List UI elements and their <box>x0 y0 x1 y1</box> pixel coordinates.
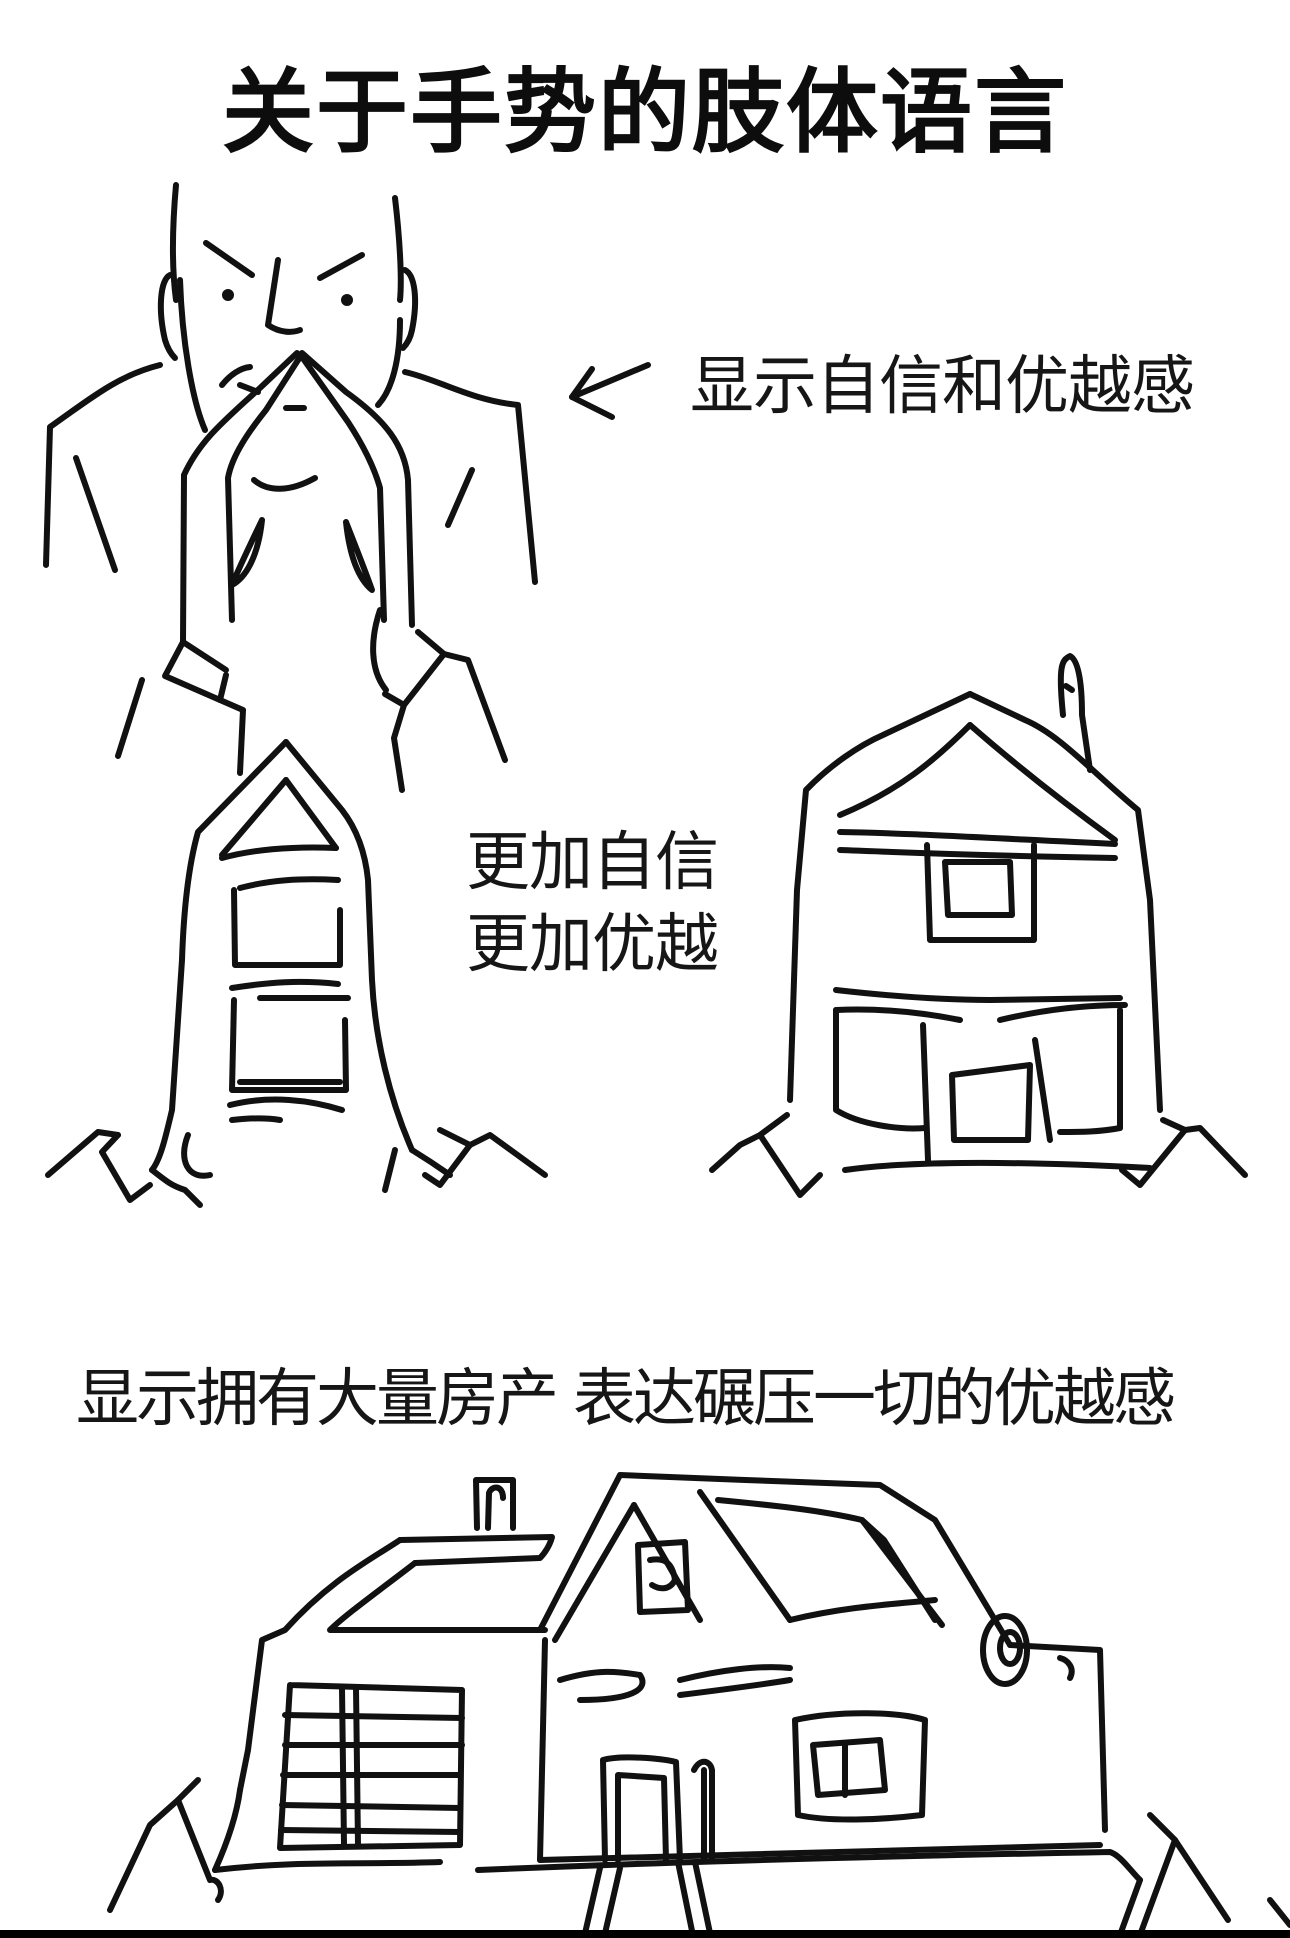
caption-confidence: 显示自信和优越感 <box>690 350 1195 424</box>
caption-property: 显示拥有大量房产 表达碾压一切的优越感 <box>76 1362 1176 1435</box>
large-house-hands-drawing <box>107 1472 1290 1938</box>
chimney-house-hands-drawing <box>709 653 1248 1198</box>
caption-line-2: 更加优越 <box>466 908 719 982</box>
page-title: 关于手势的肢体语言 <box>221 59 1068 166</box>
tall-house-hands-drawing <box>45 739 548 1208</box>
arrow-left-icon <box>569 362 651 420</box>
bottom-black-bar <box>0 1930 1290 1938</box>
caption-line-1: 更加自信 <box>466 826 719 900</box>
caption-more-confident: 更加自信 更加优越 <box>466 822 719 986</box>
man-steeple-drawing <box>43 182 651 793</box>
